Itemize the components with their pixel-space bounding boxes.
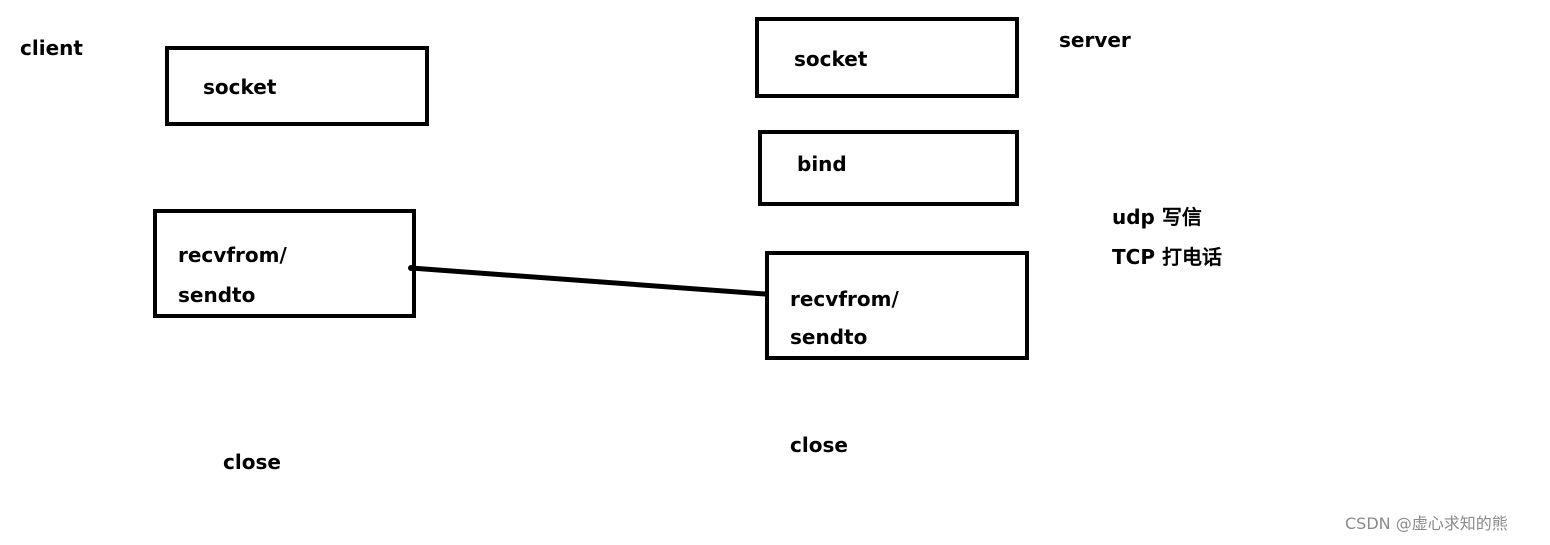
server-socket-label: socket — [794, 47, 868, 71]
server-bind-label: bind — [797, 152, 847, 176]
server-io-box: recvfrom/ sendto — [765, 251, 1029, 360]
udp-note: udp 写信 — [1112, 205, 1202, 229]
client-io-box: recvfrom/ sendto — [153, 209, 416, 318]
client-close-label: close — [223, 450, 281, 474]
client-title: client — [20, 36, 83, 60]
server-close-label: close — [790, 433, 848, 457]
client-io-line2: sendto — [178, 283, 256, 307]
client-io-label: recvfrom/ sendto — [178, 235, 287, 315]
server-title: server — [1059, 28, 1131, 52]
client-io-line1: recvfrom/ — [178, 243, 287, 267]
server-io-label: recvfrom/ sendto — [790, 280, 899, 356]
csdn-watermark: CSDN @虚心求知的熊 — [1345, 514, 1508, 533]
tcp-note: TCP 打电话 — [1112, 245, 1222, 269]
client-server-link — [408, 265, 768, 297]
server-socket-box: socket — [755, 17, 1019, 98]
client-socket-box: socket — [165, 46, 429, 126]
server-io-line1: recvfrom/ — [790, 287, 899, 311]
client-socket-label: socket — [203, 75, 277, 99]
server-bind-box: bind — [758, 130, 1019, 206]
server-io-line2: sendto — [790, 325, 868, 349]
